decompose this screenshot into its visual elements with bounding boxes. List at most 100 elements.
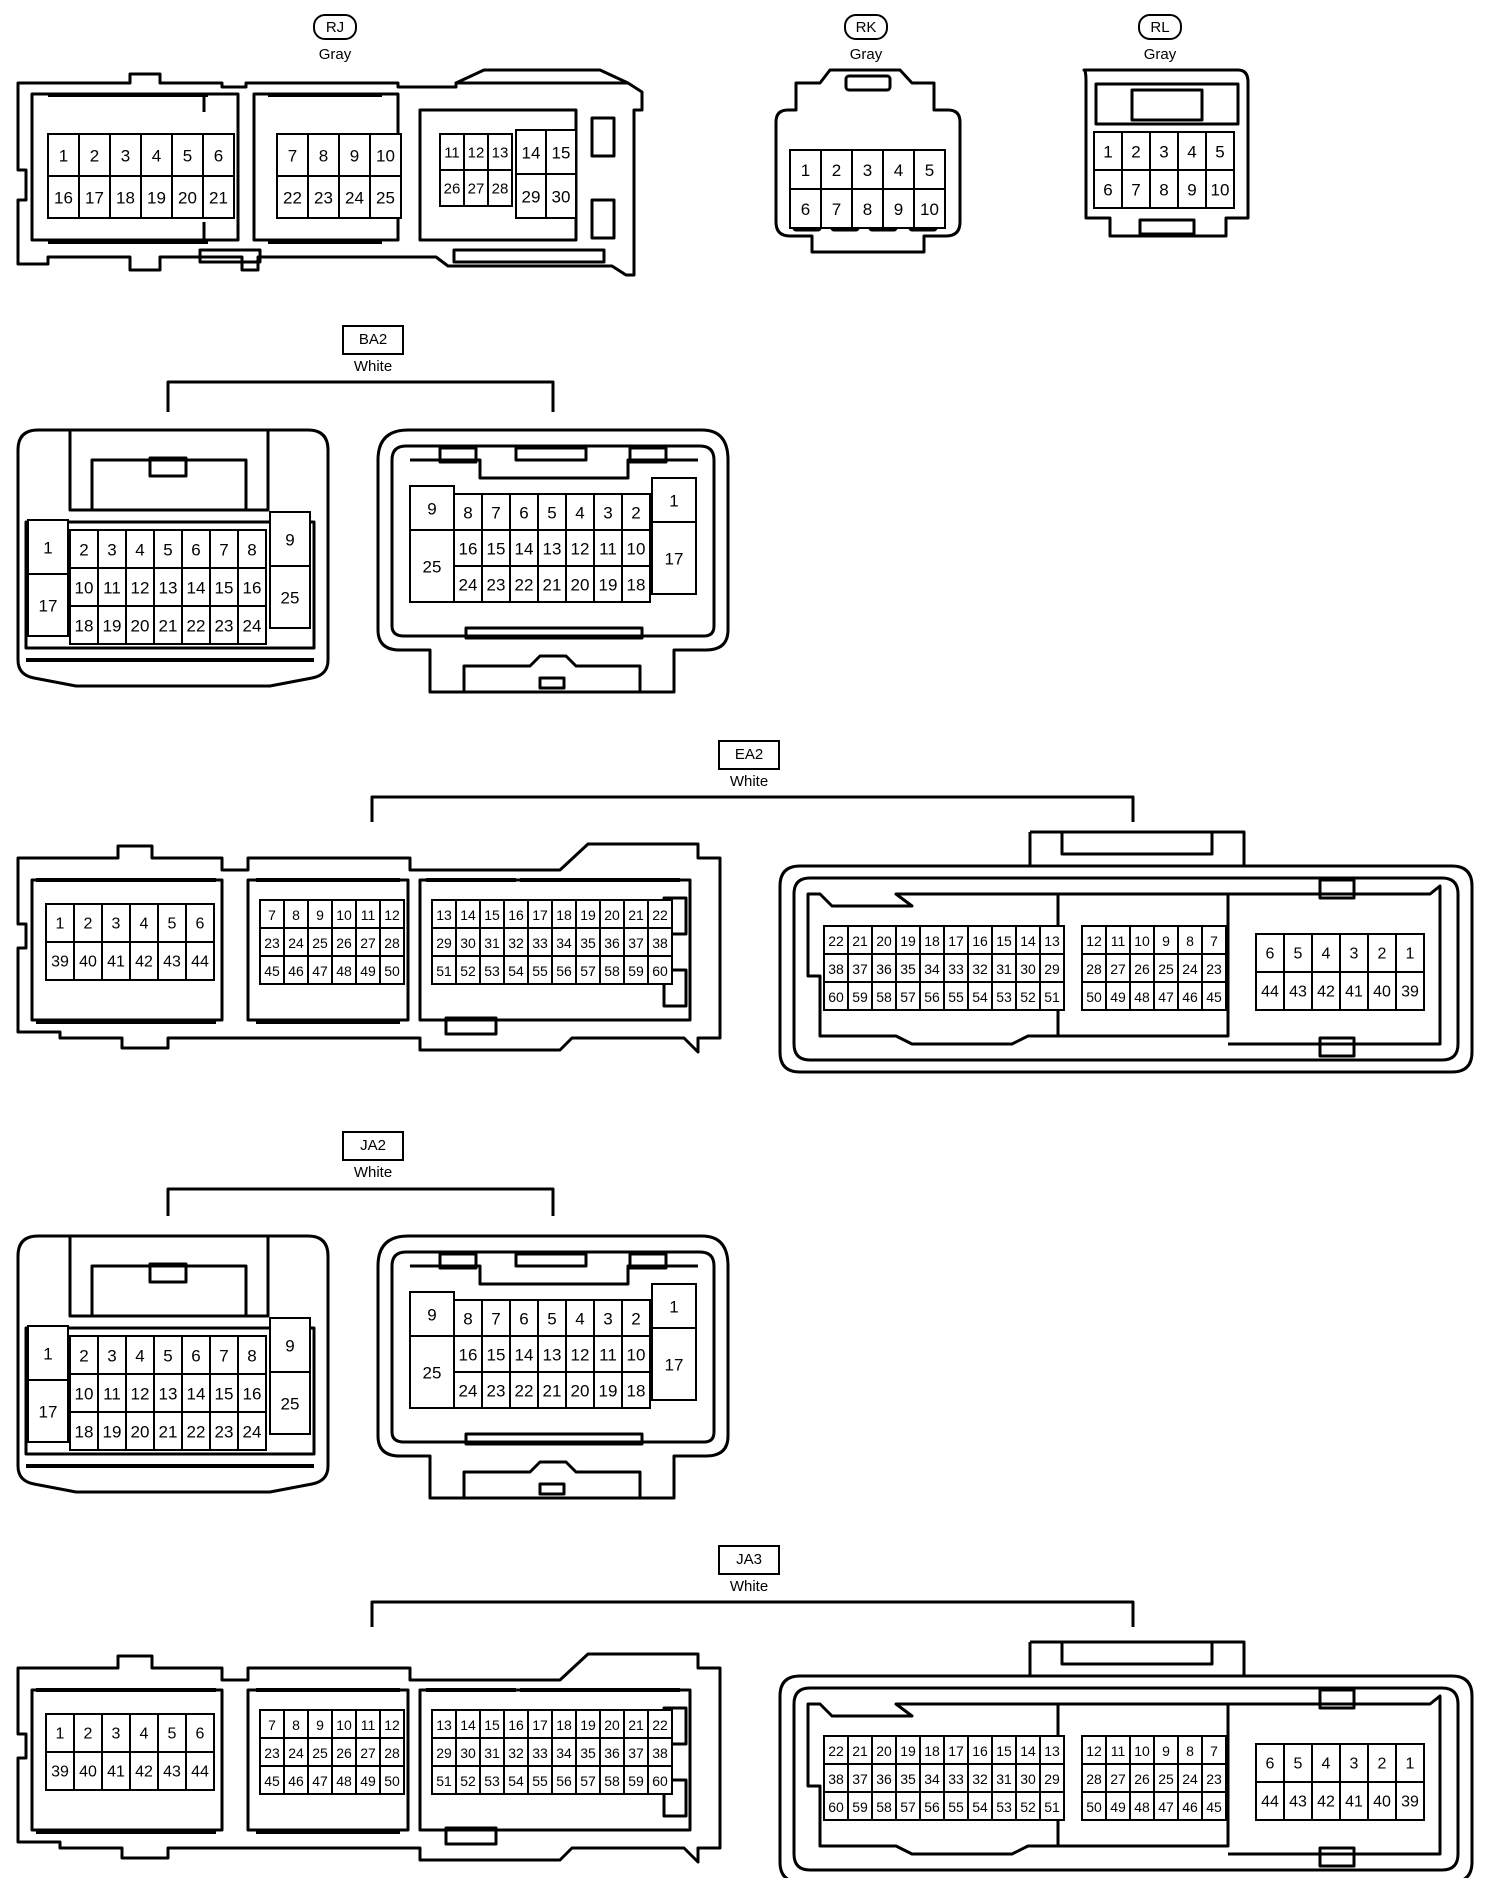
pin-label: 18 [556,1717,572,1733]
pin-cell [140,175,173,219]
pin-cell [623,955,649,985]
pin-label: 3 [112,916,121,933]
pin-cell [283,1709,309,1739]
ja2-female-clip-tab [538,1482,566,1496]
pin-label: 9 [350,147,359,166]
pin-cell [109,175,142,219]
pin-cell [181,605,211,645]
pin-label: 5 [168,916,177,933]
ja2-female-clip [462,1460,642,1498]
pin-label: 4 [1187,143,1196,162]
pin-label: 37 [852,961,868,977]
pin-cell [1255,1781,1285,1821]
pin-cell [823,953,849,983]
pin-label: 25 [423,558,442,577]
pin-label: 15 [487,540,506,559]
pin-label: 10 [1211,181,1230,200]
pin-label: 2 [84,916,93,933]
pin-cell [97,1335,127,1375]
pin-label: 5 [183,147,192,166]
pin-label: 45 [1206,989,1222,1005]
pin-cell [125,567,155,607]
pin-label: 43 [163,954,181,971]
pin-label: 7 [219,541,228,560]
pin-label: 1 [59,147,68,166]
ba2-female-slot [438,446,478,464]
pin-cell [1367,1743,1397,1783]
pin-label: 14 [515,1346,534,1365]
pin-label: 29 [1044,1771,1060,1787]
pin-cell [259,1765,285,1795]
pin-label: 25 [423,1364,442,1383]
pin-label: 17 [39,597,58,616]
pin-label: 18 [556,907,572,923]
pin-label: 11 [361,907,376,923]
pin-label: 2 [832,161,841,180]
pin-cell [575,1709,601,1739]
pin-label: 20 [876,1743,892,1759]
ja2-male-rail [26,1464,314,1468]
pin-cell [97,567,127,607]
pin-label: 55 [532,1773,548,1789]
rj-side-slot [590,198,616,240]
pin-cell [202,175,235,219]
pin-label: 13 [159,579,178,598]
pin-label: 16 [972,1743,988,1759]
pin-label: 19 [580,1717,596,1733]
ja3-male-rail [36,1830,216,1834]
pin-cell [1129,925,1155,955]
pin-label: 1 [56,916,65,933]
pin-label: 1 [56,1726,65,1743]
pin-cell [259,955,285,985]
pin-label: 3 [603,1310,612,1329]
pin-cell [27,1379,69,1443]
pin-label: 16 [508,1717,524,1733]
pin-label: 27 [360,1745,376,1761]
ja3-male-foot [444,1826,498,1846]
pin-label: 10 [376,147,395,166]
pin-label: 6 [196,1726,205,1743]
connector-ja3-color: White [729,1578,769,1595]
ea2-male-foot [444,1016,498,1036]
ba2-female-slot [628,446,668,464]
pin-label: 13 [436,1717,452,1733]
pin-label: 57 [900,989,916,1005]
pin-label: 33 [948,961,964,977]
pin-label: 55 [532,963,548,979]
pin-label: 13 [1044,1743,1060,1759]
pin-cell [1395,971,1425,1011]
pin-label: 28 [384,935,400,951]
ja3-male-rail [520,1688,680,1692]
pin-label: 36 [604,935,620,951]
pin-label: 12 [571,540,590,559]
pin-cell [101,1713,131,1753]
pin-cell [369,133,402,177]
pin-label: 57 [900,1799,916,1815]
ba2-female-housing [376,428,730,694]
pin-label: 3 [107,541,116,560]
rj-side-slot [590,116,616,158]
ba2-male-rail [26,658,314,662]
pin-label: 40 [1373,984,1391,1001]
pin-label: 22 [283,189,302,208]
pin-label: 7 [1210,1743,1218,1759]
ea2-female-section-c [806,892,1060,1046]
pin-label: 21 [159,1423,178,1442]
pin-label: 20 [131,1423,150,1442]
rj-foot [198,248,262,264]
ea2-female-key [1318,1036,1356,1058]
pin-label: 32 [972,961,988,977]
pin-label: 5 [547,1310,556,1329]
pin-label: 7 [268,907,276,923]
pin-label: 12 [1086,933,1102,949]
pin-cell [78,175,111,219]
pin-cell [455,1737,481,1767]
ja2-female-key [514,1252,588,1268]
pin-cell [1105,1763,1131,1793]
pin-cell [991,925,1017,955]
pin-label: 9 [285,531,294,550]
pin-label: 41 [1345,984,1363,1001]
pin-cell [1205,169,1235,209]
pin-cell [919,981,945,1011]
